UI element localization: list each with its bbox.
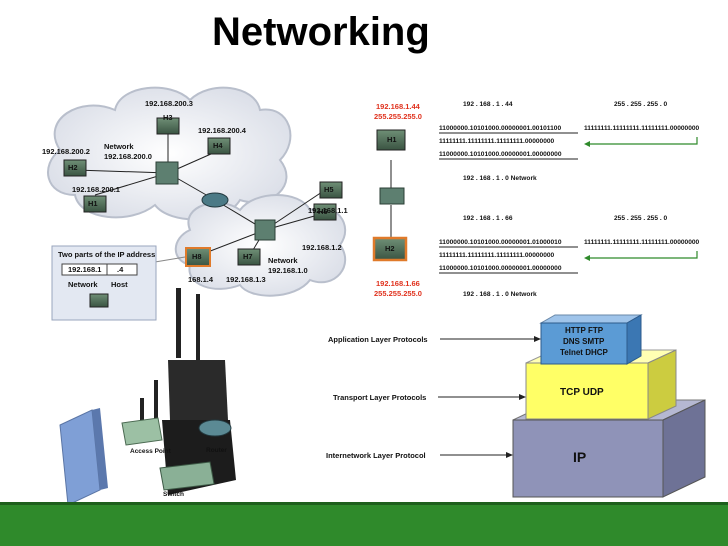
app-protocols-line3: Telnet DHCP (560, 348, 609, 357)
page-title: Networking (212, 10, 430, 54)
host-icon (63, 117, 343, 267)
mask-binary: 11111111.11111111.11111111.00000000 (584, 239, 700, 246)
host-icon (372, 236, 408, 262)
host-label-h3: H3 (163, 113, 173, 122)
footer-bar (0, 502, 728, 546)
ip-parts-box: Two parts of the IP address 192.168.1 .4… (51, 245, 186, 321)
router-body (168, 360, 228, 420)
mask-binary-red: 11111111.11111111.11111111.00000000 (439, 252, 555, 259)
ip-dotted: 192 . 168 . 1 . 66 (463, 215, 513, 222)
mask-dotted: 255 . 255 . 255 . 0 (614, 215, 667, 222)
h2-ip: 192.168.1.66 (376, 279, 420, 288)
router-label: Router (206, 447, 227, 454)
host-label-h2: H2 (68, 163, 78, 172)
mask-binary: 11111111.11111111.11111111.00000000 (584, 125, 700, 132)
host-label-h4: H4 (213, 141, 223, 150)
network-binary: 11000000.10101000.00000001.00000000 (439, 265, 562, 272)
internetwork-layer-label: Internetwork Layer Protocol (326, 451, 426, 460)
network-dotted: 192 . 168 . 1 . 0 Network (463, 175, 537, 182)
switch-icon (159, 461, 215, 491)
host-label-h6: H6 (318, 207, 328, 216)
ip-label-h5: 192.168.1.1 (308, 206, 348, 215)
transport-protocols: TCP UDP (560, 387, 604, 398)
ip-label-h4: 192.168.200.4 (198, 126, 247, 135)
cloud-network-1 (174, 194, 347, 297)
internet-layer-box (512, 419, 664, 498)
h2-mask: 255.255.255.0 (374, 289, 422, 298)
ip-host-label: Host (111, 280, 128, 289)
network-address: 192.168.200.0 (104, 152, 152, 161)
antenna-icon (176, 288, 181, 358)
network-label: Network (268, 256, 298, 265)
access-point-icon (121, 417, 163, 446)
ip-network-label: Network (68, 280, 98, 289)
router-icon (201, 192, 229, 208)
ip-dotted: 192 . 168 . 1 . 44 (463, 101, 513, 108)
host-label-h8: H8 (192, 252, 202, 261)
switch-icon (379, 187, 405, 205)
ip-label-h3: 192.168.200.3 (145, 99, 193, 108)
mask-binary-red: 11111111.11111111.11111111.00000000 (439, 138, 555, 145)
ip-label-h7: 192.168.1.3 (226, 275, 266, 284)
transport-layer-box (525, 362, 649, 420)
switch-icon (254, 219, 276, 241)
ip-parts-title: Two parts of the IP address (58, 250, 155, 259)
switch-icon (155, 161, 179, 185)
host-icon (376, 129, 406, 151)
router-icon (198, 419, 232, 437)
host-label-h1: H1 (387, 135, 397, 144)
host-label-h1: H1 (88, 199, 98, 208)
antenna-icon (140, 398, 144, 428)
subnet-example: H1 H2 192.168.1.44 255.255.255.0 192.168… (372, 101, 700, 298)
h1-ip: 192.168.1.44 (376, 102, 421, 111)
ip-host-part: .4 (117, 265, 124, 274)
network-address: 192.168.1.0 (268, 266, 308, 275)
ip-network-part: 192.168.1 (68, 265, 101, 274)
host-label-h7: H7 (243, 252, 253, 261)
application-layer-label: Application Layer Protocols (328, 335, 428, 344)
app-protocols-line2: DNS SMTP (563, 337, 605, 346)
network-binary: 11000000.10101000.00000001.00000000 (439, 151, 562, 158)
internet-protocol: IP (573, 449, 586, 465)
antenna-icon (196, 294, 200, 362)
ip-label-h8: 168.1.4 (188, 275, 214, 284)
access-point-label: Access Point (130, 448, 172, 455)
switch-label: Switch (163, 491, 184, 498)
host-label-h5: H5 (324, 185, 334, 194)
devices-illustration: Access Point Router Switch (59, 288, 236, 506)
network-dotted: 192 . 168 . 1 . 0 Network (463, 291, 537, 298)
ip-binary: 11000000.10101000.00000001.01000010 (439, 239, 562, 246)
ip-label-h6: 192.168.1.2 (302, 243, 342, 252)
antenna-icon (154, 380, 158, 425)
host-icon (89, 293, 109, 308)
cloud-network-200 (47, 86, 292, 221)
h1-mask: 255.255.255.0 (374, 112, 422, 121)
host-label-h2: H2 (385, 244, 395, 253)
ip-label-h2: 192.168.200.2 (42, 147, 90, 156)
protocol-stack: HTTP FTP DNS SMTP Telnet DHCP TCP UDP IP… (326, 314, 706, 498)
ip-binary: 11000000.10101000.00000001.00101100 (439, 125, 561, 132)
mask-dotted: 255 . 255 . 255 . 0 (614, 101, 667, 108)
ip-label-h1: 192.168.200.1 (72, 185, 120, 194)
transport-layer-label: Transport Layer Protocols (333, 393, 426, 402)
app-protocols-line1: HTTP FTP (565, 326, 604, 335)
application-layer-box (540, 322, 628, 365)
network-label: Network (104, 142, 134, 151)
